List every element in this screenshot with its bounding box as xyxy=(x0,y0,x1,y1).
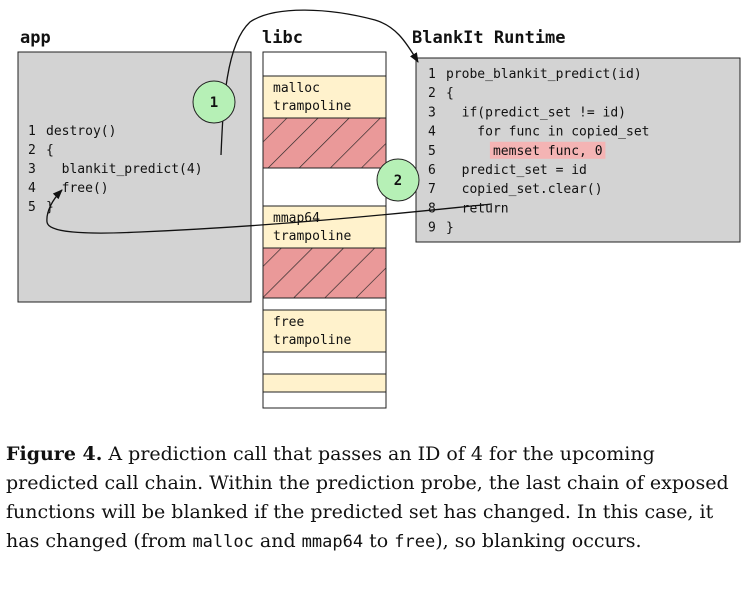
code-line-number: 4 xyxy=(28,181,36,196)
runtime-title: BlankIt Runtime xyxy=(412,28,566,48)
step-label: 1 xyxy=(210,95,218,111)
trampoline-label: trampoline xyxy=(273,99,351,114)
caption-text: ), so blanking occurs. xyxy=(435,530,642,552)
caption-label: Figure 4. xyxy=(6,443,103,465)
code-line: for func in copied_set xyxy=(446,125,650,140)
trampoline-label: trampoline xyxy=(273,229,351,244)
code-line: memset func, 0 xyxy=(446,144,603,159)
code-line: { xyxy=(446,86,454,101)
libc-empty-region xyxy=(262,391,387,409)
caption-text: A prediction call that passes an ID of 4… xyxy=(6,443,729,552)
app-title: app xyxy=(20,28,51,48)
libc-empty-region xyxy=(262,297,387,311)
runtime-code-listing: 1 probe_blankit_predict(id) 2 {3 if(predict… xyxy=(428,67,650,236)
caption-text: to xyxy=(363,530,395,552)
code-line-number: 7 xyxy=(428,182,436,197)
libc-memory-column: malloc trampoline mmap64 trampoline free tram… xyxy=(262,51,387,409)
code-line: destroy() xyxy=(46,124,116,139)
libc-empty-region xyxy=(262,167,387,207)
step-circle-2: 2 xyxy=(376,158,420,202)
code-line: return xyxy=(446,201,509,216)
trampoline-label: mmap64 xyxy=(273,211,320,226)
code-line: if(predict_set != id) xyxy=(446,105,626,120)
code-line-number: 6 xyxy=(428,163,436,178)
libc-blanked-block xyxy=(262,247,387,299)
caption-code-mmap64: mmap64 xyxy=(301,532,364,552)
code-line: probe_blankit_predict(id) xyxy=(446,67,642,82)
trampoline-label: trampoline xyxy=(273,333,351,348)
code-line-number: 1 xyxy=(28,124,36,139)
code-line-number: 9 xyxy=(428,221,436,236)
step-circle-1: 1 xyxy=(192,80,236,124)
code-line-number: 2 xyxy=(428,86,436,101)
trampoline-label: malloc xyxy=(273,81,320,96)
libc-trampoline-block xyxy=(262,373,387,393)
code-line-number: 5 xyxy=(28,200,36,215)
code-line-number: 4 xyxy=(428,125,436,140)
code-highlight xyxy=(489,141,606,159)
figure-caption: Figure 4. A prediction call that passes … xyxy=(6,440,744,557)
caption-code-malloc: malloc xyxy=(192,532,254,552)
step-label: 2 xyxy=(394,173,402,189)
code-line-number: 3 xyxy=(428,105,436,120)
return-arrow xyxy=(46,189,493,234)
trampoline-label: free xyxy=(273,315,304,330)
libc-empty-region xyxy=(262,51,387,77)
code-line: free() xyxy=(46,181,109,196)
code-line: predict_set = id xyxy=(446,163,587,178)
code-line: copied_set.clear() xyxy=(446,182,603,197)
code-line-number: 5 xyxy=(428,144,436,159)
caption-text: and xyxy=(253,530,302,552)
code-line-number: 2 xyxy=(28,143,36,158)
app-code-listing: 1 destroy() 2 {3 blankit_predict(4) 4 free()… xyxy=(28,124,203,215)
libc-empty-region xyxy=(262,351,387,375)
code-line: blankit_predict(4) xyxy=(46,162,203,177)
code-line-number: 1 xyxy=(428,67,436,82)
code-line-number: 8 xyxy=(428,201,436,216)
libc-title: libc xyxy=(262,28,303,48)
code-line-number: 3 xyxy=(28,162,36,177)
libc-trampoline-block xyxy=(262,75,387,119)
call-chain-diagram: app 1 destroy() 2 {3 blankit_predict(4) 4 fr… xyxy=(17,9,741,409)
caption-code-free: free xyxy=(394,532,436,552)
code-line: } xyxy=(446,221,454,236)
code-line: { xyxy=(46,143,54,158)
libc-blanked-block xyxy=(262,117,387,169)
